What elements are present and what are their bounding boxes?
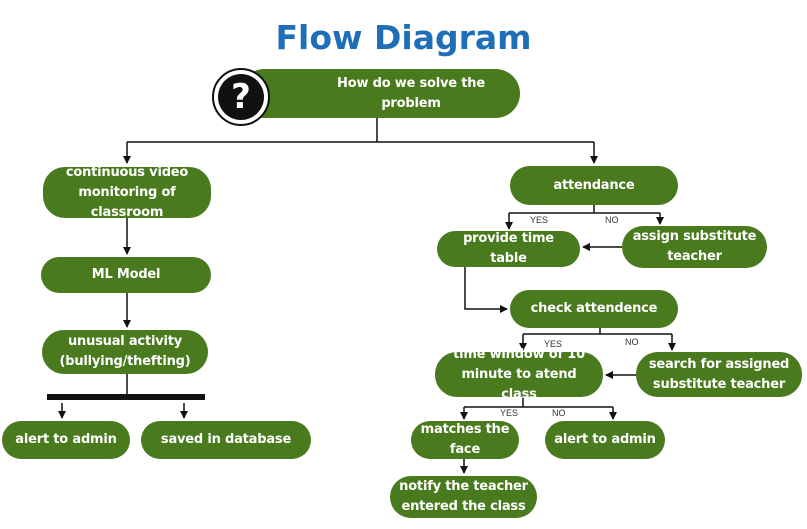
- activity-line-1: unusual activity: [67, 334, 183, 349]
- video-line-2: monitoring of classroom: [78, 184, 176, 220]
- window-line-1: time window of 10: [453, 346, 585, 362]
- question-icon: ?: [212, 68, 270, 126]
- diagram-title: Flow Diagram: [275, 18, 532, 57]
- time-table-label: provide time table: [463, 231, 554, 266]
- ml-model-node: ML Model: [41, 257, 211, 293]
- ml-model-label: ML Model: [91, 267, 161, 282]
- root-label: How do we solve the problem: [337, 75, 485, 111]
- search-substitute-node: search for assigned substitute teacher: [636, 352, 802, 397]
- left-alert-label: alert to admin: [15, 432, 117, 447]
- check-label: check attendence: [530, 301, 658, 316]
- attendance-node: attendance: [510, 166, 678, 205]
- matches-line-2: face: [449, 442, 481, 457]
- right-alert-label: alert to admin: [554, 432, 656, 447]
- matches-line-1: matches the: [420, 422, 510, 437]
- time-table-node: provide time table: [437, 231, 580, 267]
- fork-bar: [47, 394, 205, 400]
- attendance-label: attendance: [553, 177, 635, 193]
- yes-label-check: YES: [544, 339, 563, 349]
- right-alert-admin-node: alert to admin: [545, 421, 665, 459]
- left-alert-admin-node: alert to admin: [2, 421, 130, 459]
- yes-label-attendance: YES: [530, 215, 549, 225]
- saved-database-node: saved in database: [141, 421, 311, 459]
- search-line-2: substitute teacher: [652, 376, 786, 392]
- notify-line-1: notify the teacher: [399, 479, 528, 494]
- check-attendance-node: check attendence: [510, 290, 678, 328]
- search-line-1: search for assigned: [648, 356, 790, 372]
- no-label-window: NO: [552, 408, 566, 418]
- matches-face-node: matches the face: [411, 421, 519, 459]
- root-node: How do we solve the problem: [240, 69, 520, 118]
- yes-label-window: YES: [500, 408, 519, 418]
- substitute-line-1: assign substitute: [632, 229, 757, 244]
- arrow-timetable-to-check: [464, 267, 508, 313]
- no-label-attendance: NO: [605, 215, 619, 225]
- substitute-line-2: teacher: [667, 249, 722, 264]
- time-window-node: time window of 10 minute to atend class: [435, 347, 603, 402]
- unusual-activity-node: unusual activity (bullying/thefting): [42, 330, 208, 374]
- notify-line-2: entered the class: [401, 499, 526, 514]
- activity-line-2: (bullying/thefting): [59, 354, 191, 369]
- saved-label: saved in database: [160, 432, 292, 447]
- no-label-check: NO: [625, 337, 639, 347]
- video-monitoring-node: continuous video monitoring of classroom: [43, 164, 211, 220]
- assign-substitute-node: assign substitute teacher: [622, 226, 767, 268]
- video-line-1: continuous video: [65, 164, 189, 180]
- notify-teacher-node: notify the teacher entered the class: [390, 476, 537, 518]
- window-line-2: minute to atend class: [461, 366, 577, 402]
